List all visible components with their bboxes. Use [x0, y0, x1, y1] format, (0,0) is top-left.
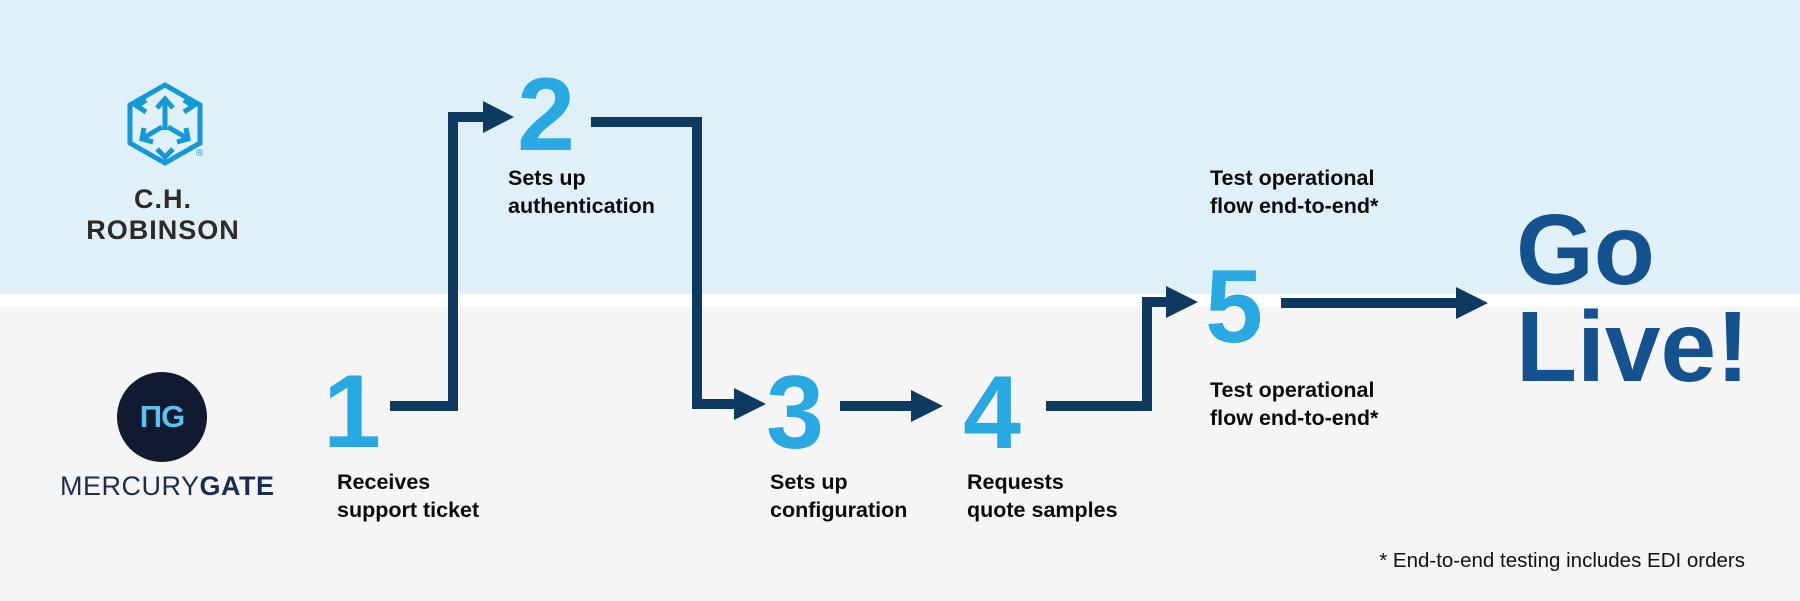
mercurygate-logo: ΠG MERCURYGATE	[60, 372, 275, 502]
step-4-label-line-2: quote samples	[967, 498, 1118, 522]
step-4-label: Requests quote samples	[967, 468, 1118, 524]
step-2-label-line-1: Sets up	[508, 166, 586, 190]
footnote: * End-to-end testing includes EDI orders	[1379, 549, 1745, 572]
connector-step4-to-step5	[1046, 297, 1166, 411]
step-5-label-bottom-line-1: Test operational	[1210, 378, 1375, 402]
step-1-label-line-1: Receives	[337, 470, 431, 494]
mercurygate-wordmark-regular: MERCURY	[60, 471, 200, 501]
step-5-number: 5	[1205, 249, 1263, 365]
step-3-label-line-2: configuration	[770, 498, 908, 522]
mercurygate-wordmark-bold: GATE	[199, 471, 275, 501]
chrobinson-wordmark: C.H. ROBINSON	[86, 184, 240, 245]
mercurygate-wordmark: MERCURYGATE	[60, 471, 275, 502]
chrobinson-swimlane-background	[0, 0, 1800, 294]
arrowhead-step4-icon	[911, 390, 943, 422]
step-3-label-line-1: Sets up	[770, 470, 848, 494]
step-2-label-line-2: authentication	[508, 194, 655, 218]
arrowhead-step5-icon	[1166, 286, 1198, 318]
go-live-line-2: Live!	[1516, 291, 1750, 403]
step-2-label: Sets up authentication	[508, 164, 655, 220]
go-live-line-1: Go	[1516, 194, 1655, 306]
step-4-label-line-1: Requests	[967, 470, 1064, 494]
step-1-number: 1	[323, 354, 381, 470]
arrowhead-golive-icon	[1456, 287, 1488, 319]
chrobinson-logo: ® C.H. ROBINSON	[60, 60, 266, 245]
step-5-label-top: Test operational flow end-to-end*	[1210, 164, 1378, 220]
step-4-number: 4	[963, 355, 1021, 471]
arrowhead-step3-icon	[734, 388, 766, 420]
mercurygate-swimlane-background	[0, 307, 1800, 601]
step-5-label-top-line-2: flow end-to-end*	[1210, 194, 1379, 218]
arrowhead-step2-icon	[483, 101, 514, 133]
go-live-text: Go Live!	[1516, 194, 1750, 403]
step-5-label-bottom: Test operational flow end-to-end*	[1210, 376, 1378, 432]
step-2-number: 2	[517, 57, 575, 173]
step-1-label: Receives support ticket	[337, 468, 479, 524]
mercurygate-circle-icon: ΠG	[117, 372, 207, 462]
step-1-label-line-2: support ticket	[337, 498, 480, 522]
chrobinson-registered-icon: ®	[196, 148, 204, 159]
step-5-label-bottom-line-2: flow end-to-end*	[1210, 406, 1379, 430]
connector-step2-to-step3	[591, 117, 734, 409]
step-3-label: Sets up configuration	[770, 468, 907, 524]
mercurygate-monogram-icon: ΠG	[139, 399, 185, 434]
connector-step1-to-step2	[390, 112, 483, 411]
step-3-number: 3	[766, 355, 824, 471]
step-5-label-top-line-1: Test operational	[1210, 166, 1375, 190]
chrobinson-cube-icon	[127, 82, 203, 166]
